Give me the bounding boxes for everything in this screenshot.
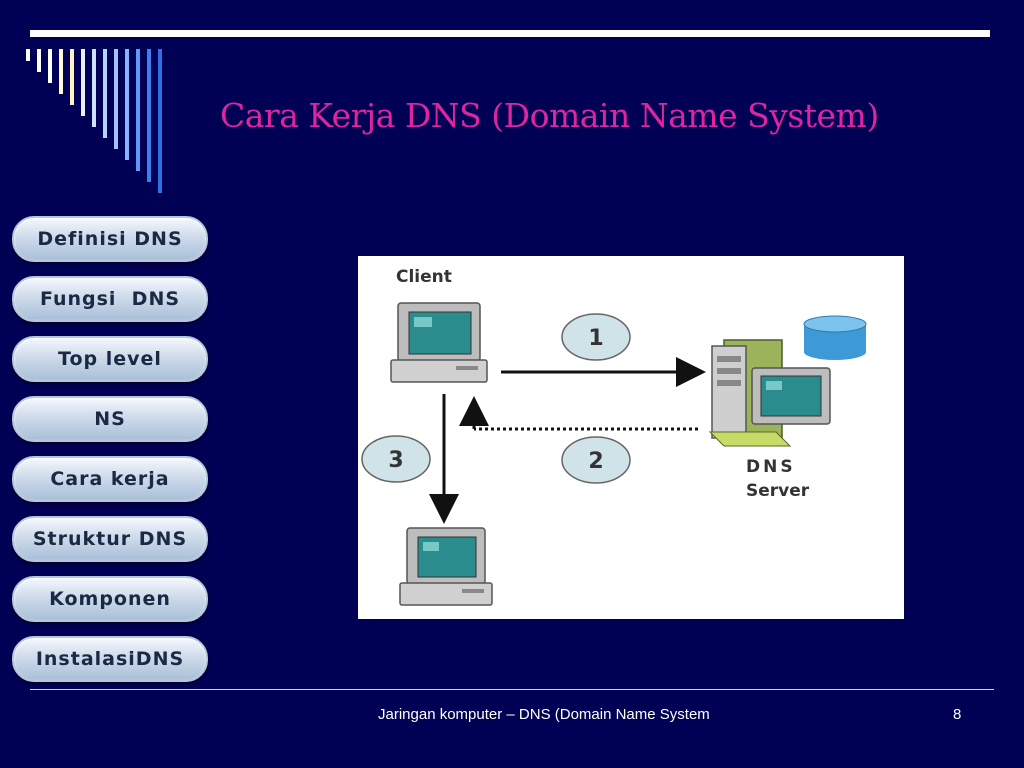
nav-button-struktur-dns[interactable]: Struktur DNS: [12, 516, 208, 562]
dns-server-label-line1: DNS: [746, 457, 796, 477]
nav-button-label: Definisi DNS: [37, 228, 183, 250]
nav-button-fungsi-dns[interactable]: Fungsi DNS: [12, 276, 208, 322]
step-3-badge: 3: [361, 435, 431, 483]
slide-title: Cara Kerja DNS (Domain Name System): [220, 96, 879, 135]
step-1-badge: 1: [561, 313, 631, 361]
nav-button-komponen[interactable]: Komponen: [12, 576, 208, 622]
footer-rule: [30, 689, 994, 690]
dns-server-icon: [708, 339, 831, 447]
nav-button-label: NS: [94, 408, 126, 430]
step-2-badge: 2: [561, 436, 631, 484]
dns-server-label-line2: Server: [746, 481, 810, 501]
footer-text: Jaringan komputer – DNS (Domain Name Sys…: [378, 706, 710, 723]
computer-icon: [399, 527, 493, 606]
top-rule: [30, 30, 990, 37]
nav-button-label: Fungsi DNS: [39, 288, 181, 310]
response-arrow: [459, 396, 698, 431]
svg-text:1: 1: [588, 326, 603, 351]
svg-text:2: 2: [588, 449, 603, 474]
nav-button-ns[interactable]: NS: [12, 396, 208, 442]
nav-button-label: Komponen: [49, 588, 171, 610]
svg-text:3: 3: [388, 448, 403, 473]
client-label: Client: [396, 267, 452, 287]
nav-button-definisi-dns[interactable]: Definisi DNS: [12, 216, 208, 262]
nav-button-top-level[interactable]: Top level: [12, 336, 208, 382]
nav-button-label: Struktur DNS: [32, 528, 188, 550]
sidebar-nav: Definisi DNS Fungsi DNS Top level NS Car…: [12, 216, 212, 696]
database-icon: [803, 315, 867, 360]
decorative-bars: [26, 49, 176, 209]
dns-diagram: Client 1: [358, 256, 904, 619]
nav-button-instalasi-dns[interactable]: InstalasiDNS: [12, 636, 208, 682]
page-number: 8: [953, 706, 962, 723]
nav-button-label: InstalasiDNS: [35, 648, 185, 670]
nav-button-cara-kerja[interactable]: Cara kerja: [12, 456, 208, 502]
nav-button-label: Cara kerja: [50, 468, 170, 490]
nav-button-label: Top level: [58, 348, 162, 370]
client-computer-icon: [390, 302, 488, 383]
